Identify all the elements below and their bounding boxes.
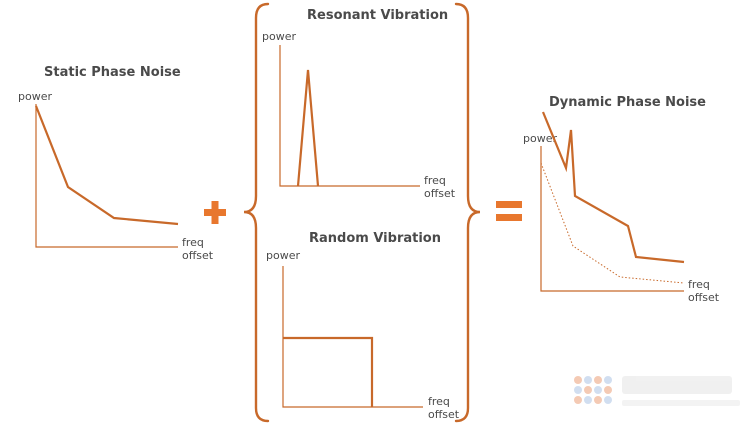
resonant-spike — [296, 69, 320, 187]
equals-bar-top — [496, 201, 522, 208]
dynamic-phase-noise-panel: Dynamic Phase Noise power freq offset — [523, 95, 720, 304]
resonant-ylabel: power — [262, 30, 296, 43]
random-xlabel-freq: freq — [428, 395, 450, 408]
random-flat-band — [283, 336, 374, 407]
resonant-axes — [279, 45, 420, 187]
dynamic-ylabel: power — [523, 132, 557, 145]
static-axes — [35, 104, 178, 248]
static-xlabel-freq: freq — [182, 236, 204, 249]
dynamic-curve — [541, 111, 685, 264]
dynamic-axes — [540, 146, 684, 292]
random-axes — [282, 266, 423, 408]
static-xlabel-offset: offset — [182, 249, 214, 262]
dynamic-xlabel-offset: offset — [688, 291, 720, 304]
equals-bar-bottom — [496, 214, 522, 221]
random-xlabel-offset: offset — [428, 408, 460, 421]
random-title: Random Vibration — [309, 231, 441, 246]
equals-operator — [496, 201, 522, 221]
random-ylabel: power — [266, 249, 300, 262]
left-brace — [243, 2, 270, 423]
dynamic-static-baseline — [540, 162, 685, 284]
dynamic-title: Dynamic Phase Noise — [549, 95, 706, 110]
resonant-title: Resonant Vibration — [307, 8, 448, 23]
random-vibration-panel: Random Vibration power freq offset — [266, 231, 460, 421]
logo-dots-icon — [574, 376, 740, 406]
resonant-xlabel-freq: freq — [424, 174, 446, 187]
static-ylabel: power — [18, 90, 52, 103]
resonant-vibration-panel: Resonant Vibration power freq offset — [262, 8, 456, 200]
dynamic-xlabel-freq: freq — [688, 278, 710, 291]
plus-bar-vertical — [211, 201, 219, 224]
static-title: Static Phase Noise — [44, 65, 181, 80]
static-phase-noise-panel: Static Phase Noise power freq offset — [18, 65, 214, 262]
right-brace — [454, 2, 481, 423]
static-curve — [34, 105, 179, 226]
resonant-xlabel-offset: offset — [424, 187, 456, 200]
plus-operator — [204, 201, 226, 224]
